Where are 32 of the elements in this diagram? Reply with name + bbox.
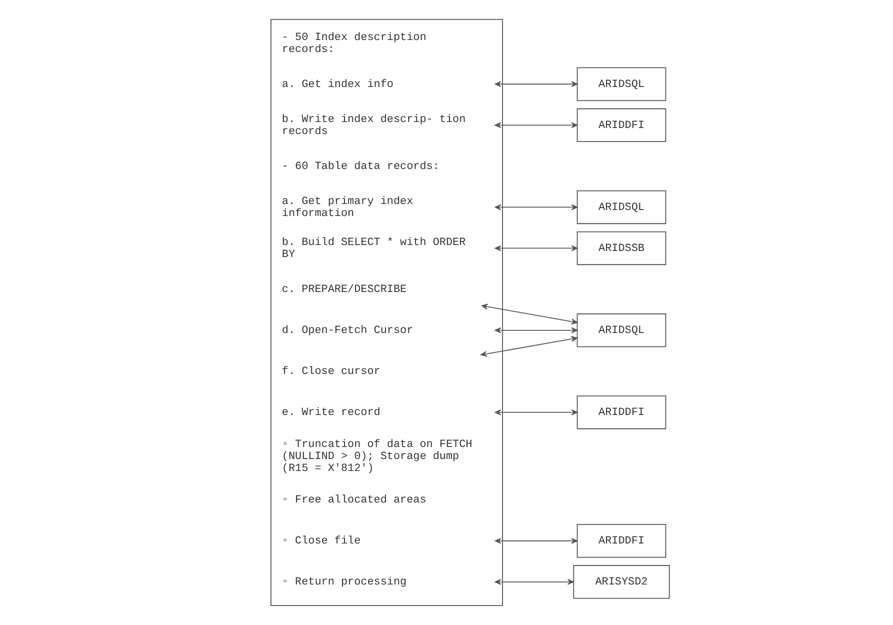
node-text: f. Close cursor bbox=[281, 366, 380, 378]
node-text: b. Build SELECT * with ORDER BY bbox=[281, 237, 466, 261]
node-text: ◦ Truncation of data on FETCH (NULLIND > 0); Storage dump (R15 = X'812') bbox=[281, 439, 472, 475]
node-box: ARIDSQL bbox=[576, 190, 666, 224]
node-text: ◦ Close file bbox=[281, 536, 360, 548]
arrow bbox=[494, 81, 578, 88]
node-box: ARIDSSB bbox=[576, 231, 666, 266]
node-text: ◦ Free allocated areas bbox=[281, 494, 426, 507]
arrow bbox=[494, 245, 578, 252]
arrow bbox=[480, 336, 577, 357]
node-text: - 60 Table data records: bbox=[281, 161, 439, 173]
node-text: e. Write record bbox=[281, 407, 380, 420]
arrow bbox=[494, 327, 578, 334]
node-text: d. Open-Fetch Cursor bbox=[281, 325, 413, 338]
node-text: ◦ Return processing bbox=[281, 576, 406, 589]
node-text: a. Get primary index information bbox=[281, 196, 413, 220]
arrow bbox=[494, 204, 578, 210]
arrow bbox=[494, 409, 578, 416]
arrow bbox=[494, 538, 578, 544]
arrow bbox=[494, 578, 574, 585]
node-box: ARIDSQL bbox=[576, 313, 666, 348]
node-box: ARISYSD2 bbox=[572, 565, 670, 599]
node-text: a. Get index info bbox=[281, 78, 393, 91]
node-box: ARIDDFI bbox=[576, 108, 666, 142]
node-box: ARIDDFI bbox=[576, 524, 666, 558]
node-box: ARIDSQL bbox=[576, 67, 666, 101]
node-text: c. PREPARE/DESCRIBE bbox=[281, 284, 406, 296]
node-box: ARIDDFI bbox=[576, 395, 666, 430]
arrow bbox=[481, 304, 578, 324]
arrow bbox=[494, 122, 578, 128]
node-text: b. Write index descrip- tion records bbox=[281, 114, 466, 138]
node-text: - 50 Index description records: bbox=[281, 32, 426, 56]
